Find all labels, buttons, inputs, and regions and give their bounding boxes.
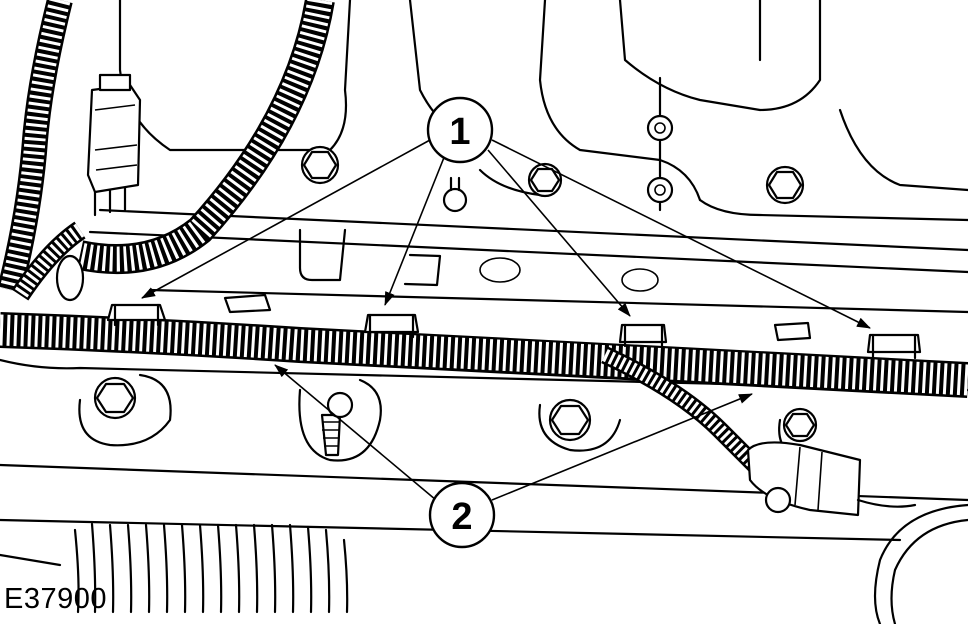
bolt-upper-1 xyxy=(300,145,340,185)
connector-lower-right xyxy=(746,441,917,517)
bolt-lower-3 xyxy=(782,407,818,443)
bolt-lower-1 xyxy=(93,376,137,420)
main-harness xyxy=(0,312,968,477)
pulley xyxy=(873,503,968,624)
tab-2 xyxy=(773,321,812,342)
clip-4 xyxy=(866,333,922,360)
cover-bosses xyxy=(78,257,802,462)
threaded-stud xyxy=(320,391,354,457)
callout-1-label: 1 xyxy=(449,111,470,153)
callout-2-label: 2 xyxy=(451,496,472,538)
connector-upper-left xyxy=(55,73,142,302)
harness-upper-left xyxy=(0,0,335,301)
callout-1: 1 xyxy=(426,96,494,164)
bolts xyxy=(93,145,818,457)
callout-2: 2 xyxy=(428,481,496,549)
air-intake-hose xyxy=(73,522,349,614)
clip-2 xyxy=(363,313,420,339)
intake-manifold xyxy=(118,0,968,222)
tab-1 xyxy=(223,293,272,314)
clip-3 xyxy=(618,323,668,348)
bolt-lower-2 xyxy=(548,398,592,442)
link-rod xyxy=(646,76,674,212)
callout-1-leaders xyxy=(141,139,871,329)
figure-reference-code: E37900 xyxy=(4,583,107,615)
clip-1 xyxy=(106,303,167,327)
bolt-upper-2 xyxy=(527,162,563,198)
stud-small xyxy=(442,176,468,213)
bolt-upper-3 xyxy=(765,165,805,205)
callout-2-leaders xyxy=(274,364,753,501)
harness-clips xyxy=(106,293,922,360)
